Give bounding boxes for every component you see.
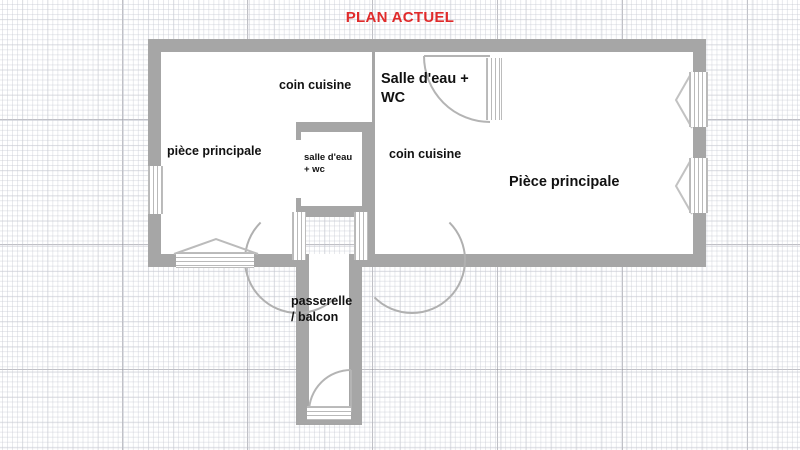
wall-salle-deau-left-bottom bbox=[291, 206, 375, 217]
door-opening-salle-deau-left bbox=[292, 140, 301, 198]
window-right-lower-arc bbox=[674, 157, 693, 215]
room-label-salle-deau-right: Salle d'eau + WC bbox=[381, 71, 469, 106]
room-label-piece-principale-left: pièce principale bbox=[167, 144, 262, 158]
room-label-piece-principale-right: Pièce principale bbox=[509, 174, 620, 190]
room-label-passerelle-balcon: passerelle / balcon bbox=[291, 294, 353, 324]
door-leaf-salle-deau-right bbox=[486, 58, 502, 120]
page-title: PLAN ACTUEL bbox=[345, 9, 455, 26]
door-arc-right-to-balcony bbox=[358, 206, 466, 314]
window-left-bottom-wall bbox=[176, 252, 254, 268]
room-fill-left-apartment-upper bbox=[161, 52, 372, 122]
wall-coin-cuisine-left-bottom bbox=[291, 122, 304, 132]
window-right-wall-upper bbox=[689, 72, 708, 127]
wall-exterior-left bbox=[148, 39, 161, 267]
door-leaf-left-to-balcony bbox=[292, 212, 306, 260]
room-label-salle-deau-left: salle d'eau + wc bbox=[304, 152, 353, 176]
door-arc-salle-deau-right bbox=[423, 55, 491, 123]
wall-balcony-right bbox=[349, 254, 362, 425]
wall-salle-deau-left-top bbox=[291, 122, 375, 132]
window-left-bottom-arc bbox=[173, 237, 259, 255]
door-leaf-balcony-entry bbox=[307, 406, 351, 420]
wall-exterior-top bbox=[148, 39, 706, 52]
window-right-upper-arc bbox=[674, 71, 693, 129]
door-leaf-right-to-balcony bbox=[354, 212, 368, 260]
window-left-wall bbox=[148, 166, 163, 214]
room-fill-salle-deau-left bbox=[301, 132, 362, 206]
room-label-coin-cuisine-left: coin cuisine bbox=[279, 78, 352, 92]
room-label-coin-cuisine-right: coin cuisine bbox=[389, 147, 462, 161]
window-right-wall-lower bbox=[689, 158, 708, 213]
door-arc-balcony-entry bbox=[308, 369, 352, 413]
